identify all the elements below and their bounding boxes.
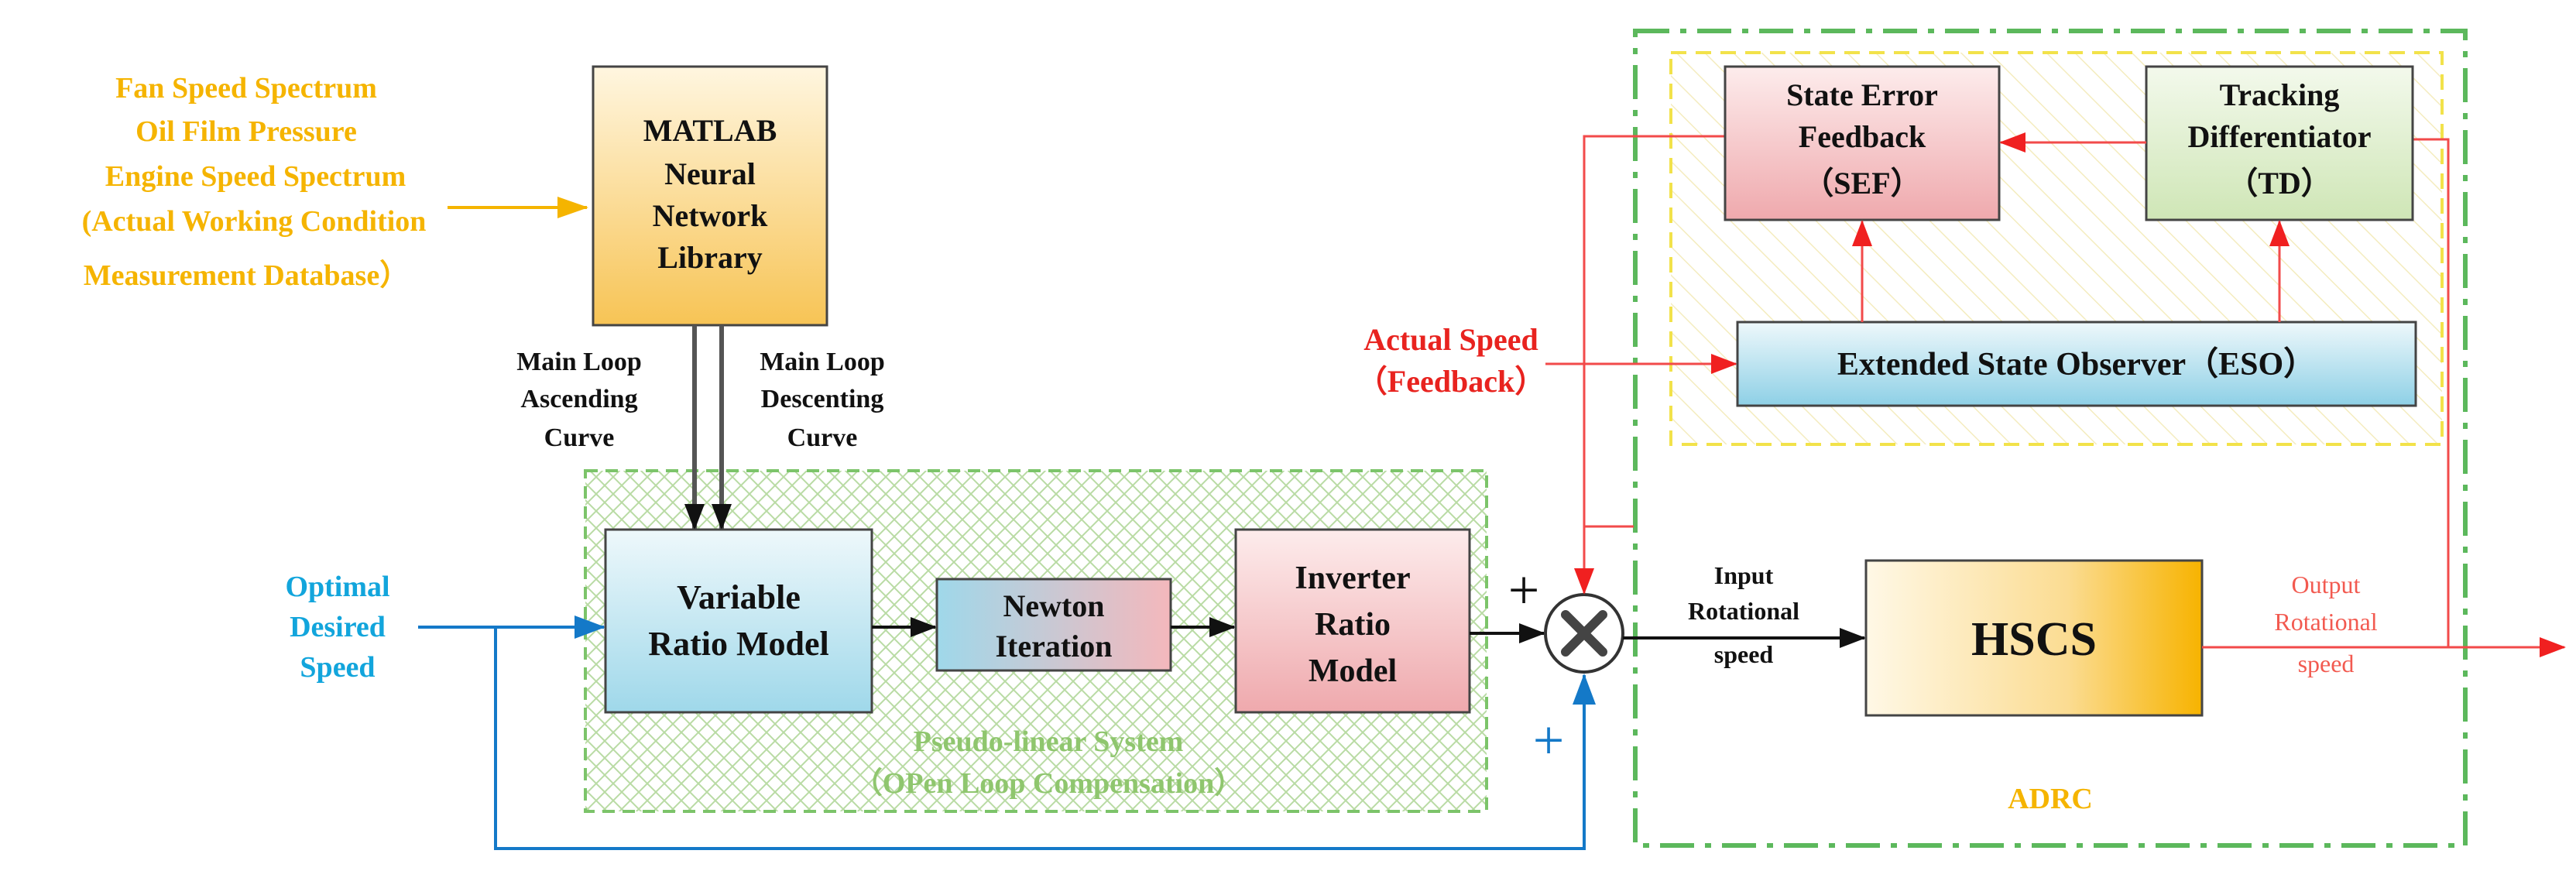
desired-line-2: Desired xyxy=(290,611,386,643)
matlab-neural-network-box xyxy=(592,65,828,327)
input-rot-line-3: speed xyxy=(1714,640,1774,668)
td-line-1: Tracking xyxy=(2220,77,2340,112)
output-feedback-line xyxy=(2413,138,2450,647)
descending-label-1: Main Loop xyxy=(760,348,885,376)
descending-label-2: Descenting xyxy=(761,385,884,413)
vrm-line-2: Ratio Model xyxy=(648,625,828,663)
sef-line-2: Feedback xyxy=(1799,119,1926,154)
newton-line-1: Newton xyxy=(1003,588,1104,623)
pseudo-line-1: Pseudo-linear System xyxy=(914,725,1184,758)
output-rot-line-3: speed xyxy=(2298,650,2355,677)
inverter-line-3: Model xyxy=(1309,653,1397,689)
input-line-2: Oil Film Pressure xyxy=(135,115,357,148)
newton-line-2: Iteration xyxy=(995,629,1112,664)
td-line-2: Differentiator xyxy=(2188,119,2372,154)
summing-junction xyxy=(1544,593,1624,674)
hscs-label: HSCS xyxy=(1971,613,2097,666)
td-box xyxy=(2145,65,2414,221)
sum-plus-top: + xyxy=(1508,559,1540,621)
input-line-3: Engine Speed Spectrum xyxy=(105,160,406,193)
input-rot-line-1: Input xyxy=(1714,561,1774,589)
feedforward-bottom-line xyxy=(494,627,1596,850)
inverter-line-1: Inverter xyxy=(1295,561,1410,596)
input-sources: Fan Speed Spectrum Oil Film Pressure Eng… xyxy=(82,72,427,292)
pseudo-line-2: （OPen Loop Compensation） xyxy=(853,767,1244,800)
actual-speed-line-1: Actual Speed xyxy=(1363,322,1538,357)
output-rot-line-2: Rotational xyxy=(2274,608,2377,636)
desired-line-1: Optimal xyxy=(285,571,389,603)
newton-iteration-box xyxy=(935,578,1172,672)
matlab-line-1: MATLAB xyxy=(643,113,777,148)
input-rot-line-2: Rotational xyxy=(1688,597,1799,625)
sef-line-1: State Error xyxy=(1786,77,1938,112)
sef-line-3: （SEF） xyxy=(1803,166,1921,201)
vrm-line-1: Variable xyxy=(677,578,801,616)
adrc-region xyxy=(1633,29,2468,848)
matlab-line-2: Neural xyxy=(664,156,756,191)
variable-ratio-model-box xyxy=(604,528,873,714)
matlab-line-3: Network xyxy=(653,198,769,233)
adrc-label: ADRC xyxy=(2008,783,2093,815)
sum-plus-bottom: + xyxy=(1533,709,1565,771)
ascending-label-3: Curve xyxy=(544,423,615,452)
inverter-ratio-model-box xyxy=(1234,528,1471,714)
td-line-3: （TD） xyxy=(2227,166,2332,201)
input-line-5: Measurement Database） xyxy=(84,259,409,292)
ascending-label-2: Ascending xyxy=(520,385,637,413)
inverter-line-2: Ratio xyxy=(1315,607,1391,643)
sef-to-sum-line xyxy=(1574,135,1725,595)
matlab-line-4: Library xyxy=(657,240,763,275)
input-line-4: (Actual Working Condition xyxy=(82,205,427,238)
eso-box xyxy=(1736,321,2417,407)
input-line-1: Fan Speed Spectrum xyxy=(115,72,377,105)
desired-line-3: Speed xyxy=(300,651,375,684)
descending-label-3: Curve xyxy=(787,423,858,452)
ascending-label-1: Main Loop xyxy=(516,348,642,376)
hscs-box xyxy=(1864,559,2204,717)
actual-speed-line-2: （Feedback） xyxy=(1357,364,1545,399)
output-rot-line-1: Output xyxy=(2292,571,2361,598)
eso-label: Extended State Observer（ESO） xyxy=(1837,346,2316,382)
